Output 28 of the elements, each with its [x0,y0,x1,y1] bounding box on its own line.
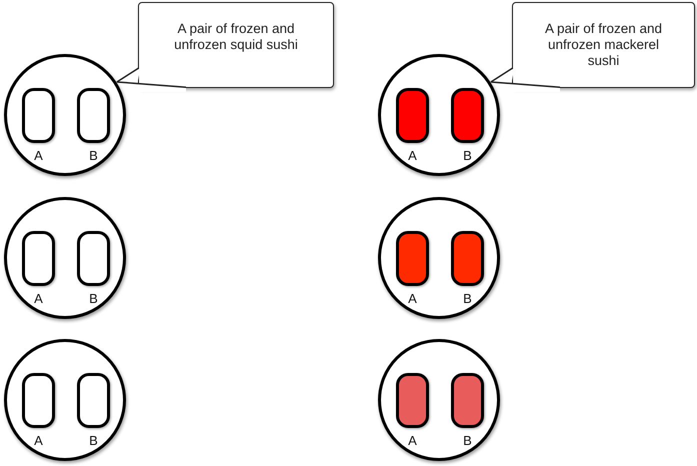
sushi-piece [77,88,110,143]
piece-label: B [462,149,473,163]
piece-label: B [462,292,473,306]
sushi-piece [22,88,55,143]
callout-pointer [116,67,187,88]
callout-text: A pair of frozen and unfrozen mackerel sushi [544,21,664,69]
sushi-piece [451,231,484,286]
piece-label: A [33,292,44,306]
sushi-piece [451,373,484,428]
piece-label: A [33,149,44,163]
callout-text: A pair of frozen and unfrozen squid sushi [173,21,299,53]
sushi-piece [22,373,55,428]
piece-label: B [88,434,99,448]
piece-label: A [407,434,418,448]
sushi-piece [77,373,110,428]
piece-label: B [88,149,99,163]
piece-label: A [407,292,418,306]
callout-pointer [490,67,561,88]
sushi-piece [396,88,429,143]
sushi-piece [396,373,429,428]
piece-label: B [88,292,99,306]
sushi-piece [22,231,55,286]
piece-label: B [462,434,473,448]
piece-label: A [33,434,44,448]
sushi-piece [77,231,110,286]
sushi-piece [451,88,484,143]
sushi-piece [396,231,429,286]
piece-label: A [407,149,418,163]
